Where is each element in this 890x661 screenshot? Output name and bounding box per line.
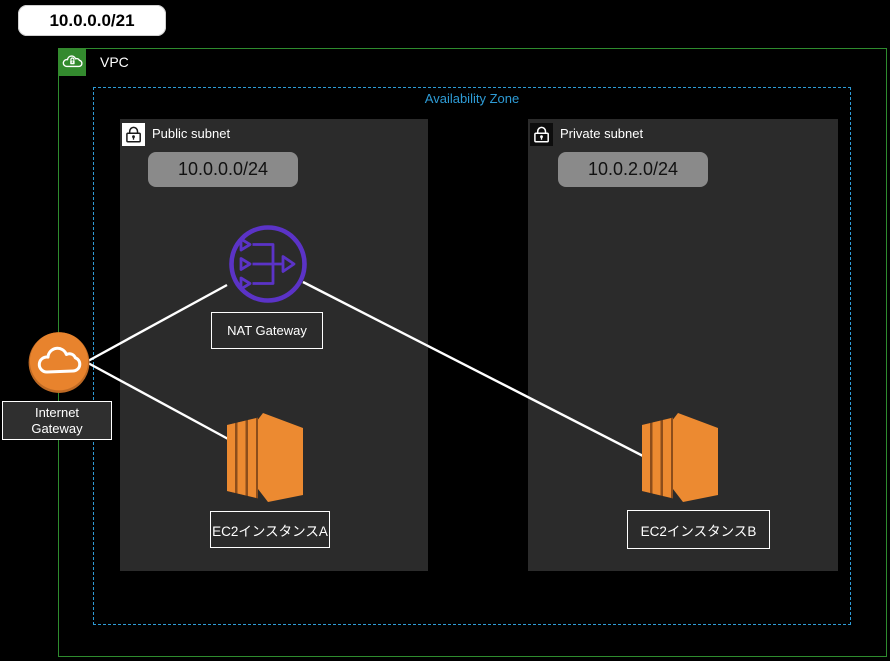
ec2-instance-b-label: EC2インスタンスB	[627, 510, 770, 549]
nat-gateway-label: NAT Gateway	[211, 312, 323, 349]
edge-igw-to-ec2a	[87, 361, 231, 442]
ec2-instance-a-label: EC2インスタンスA	[210, 511, 330, 548]
vpc-cidr-badge: 10.0.0.0/21	[18, 5, 166, 36]
edge-nat-to-ec2b	[302, 280, 646, 459]
availability-zone-label: Availability Zone	[424, 91, 520, 106]
public-subnet-label: Public subnet	[152, 126, 231, 141]
ec2-instance-a-icon	[227, 406, 305, 507]
availability-zone-boundary	[93, 87, 851, 625]
private-subnet-label: Private subnet	[560, 126, 644, 141]
edge-igw-to-nat	[87, 283, 228, 363]
nat-gateway-icon	[226, 222, 310, 306]
vpc-label: VPC	[100, 54, 129, 70]
internet-gateway-label: Internet Gateway	[2, 401, 112, 440]
public-subnet-cidr: 10.0.0.0/24	[148, 152, 298, 187]
private-subnet-cidr: 10.0.2.0/24	[558, 152, 708, 187]
ec2-instance-b-icon	[642, 406, 720, 507]
unlocked-padlock-icon	[122, 123, 145, 146]
internet-gateway-cloud-icon	[27, 331, 91, 395]
vpc-cloud-lock-icon	[58, 48, 86, 76]
locked-padlock-icon	[530, 123, 553, 146]
